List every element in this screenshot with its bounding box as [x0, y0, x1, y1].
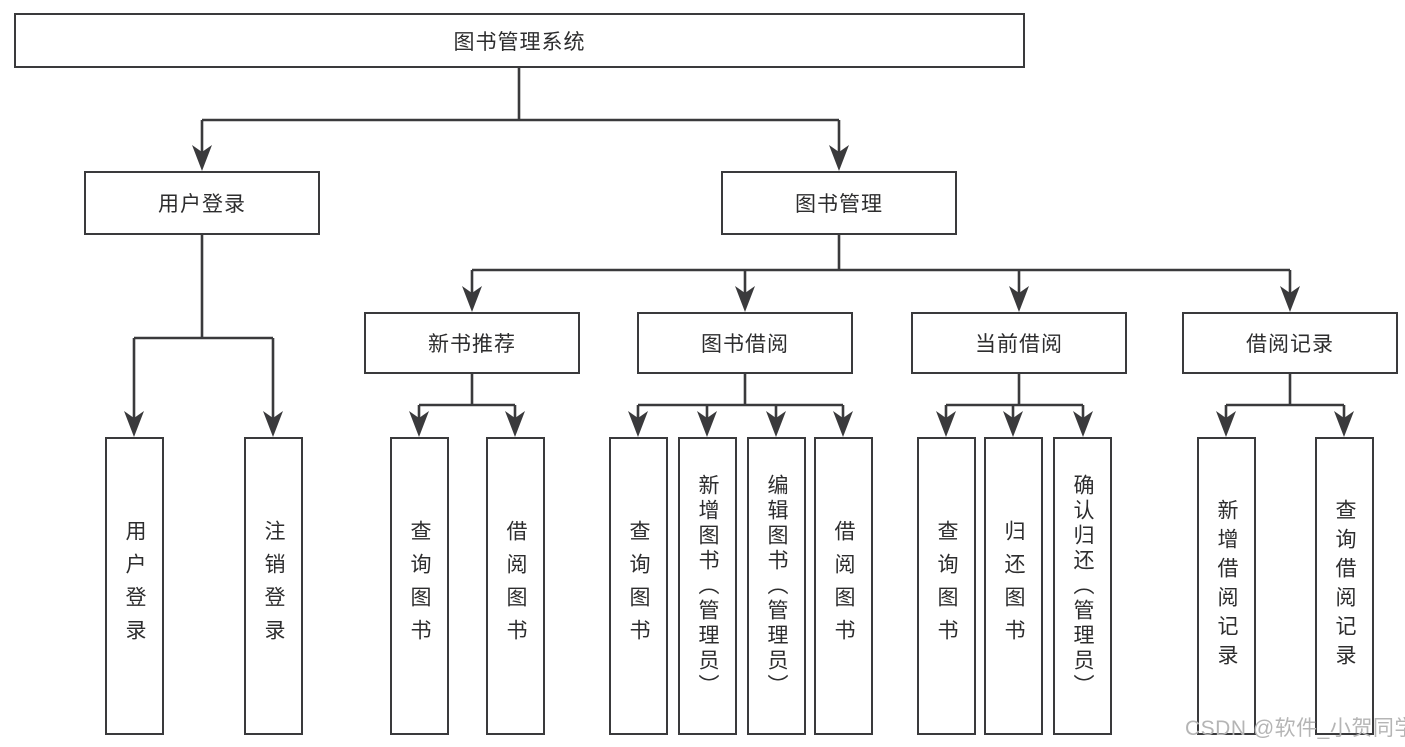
node-label: 用户登录 [158, 193, 246, 216]
leaf-label: 归还图书 [1002, 520, 1025, 652]
node-label: 新书推荐 [428, 333, 516, 356]
arrowhead [766, 411, 786, 437]
arrowhead [1280, 286, 1300, 312]
leaf-newbook-query-books: 查询图书 [390, 437, 449, 735]
leaf-label: 借阅图书 [832, 520, 855, 652]
node-label: 图书借阅 [701, 333, 789, 356]
connector-current-borrow-leaves [944, 374, 1085, 419]
node-book-borrowing: 图书借阅 [637, 312, 853, 374]
connector-user-login-leaves [132, 235, 275, 419]
leaf-borrow-add-books-admin: 新增图书（管理员） [678, 437, 737, 735]
connector-new-book-leaves [417, 374, 517, 419]
arrowhead [697, 411, 717, 437]
arrowhead [1009, 286, 1029, 312]
arrowhead [124, 411, 144, 437]
csdn-watermark: CSDN @软件_小贺同学 [1185, 717, 1405, 740]
leaf-record-add-borrow-record: 新增借阅记录 [1197, 437, 1256, 735]
connector-book-mgmt-to-level3 [470, 235, 1292, 294]
leaf-newbook-borrow-books: 借阅图书 [486, 437, 545, 735]
arrowhead [833, 411, 853, 437]
arrowhead [192, 145, 212, 171]
leaf-label: 查询图书 [627, 520, 650, 652]
leaf-label: 借阅图书 [504, 520, 527, 652]
leaf-borrow-query-books: 查询图书 [609, 437, 668, 735]
leaf-record-query-borrow-record: 查询借阅记录 [1315, 437, 1374, 735]
arrowhead [936, 411, 956, 437]
node-user-login: 用户登录 [84, 171, 320, 235]
node-borrow-records: 借阅记录 [1182, 312, 1398, 374]
node-label: 当前借阅 [975, 333, 1063, 356]
leaf-current-query-books: 查询图书 [917, 437, 976, 735]
node-book-management: 图书管理 [721, 171, 957, 235]
leaf-borrow-edit-books-admin: 编辑图书（管理员） [747, 437, 806, 735]
arrowhead [829, 145, 849, 171]
leaf-label: 确认归还（管理员） [1071, 473, 1094, 699]
leaf-label: 编辑图书（管理员） [765, 473, 788, 699]
arrowhead [263, 411, 283, 437]
leaf-label: 新增图书（管理员） [696, 473, 719, 699]
arrowhead [1073, 411, 1093, 437]
leaf-current-confirm-return-admin: 确认归还（管理员） [1053, 437, 1112, 735]
leaf-label: 查询借阅记录 [1333, 499, 1356, 673]
leaf-label: 查询图书 [408, 520, 431, 652]
arrowhead [735, 286, 755, 312]
leaf-borrow-borrow-books: 借阅图书 [814, 437, 873, 735]
node-root-system: 图书管理系统 [14, 13, 1025, 68]
arrowhead [1216, 411, 1236, 437]
node-label: 图书管理 [795, 193, 883, 216]
arrowhead [409, 411, 429, 437]
connector-root-to-level2 [200, 68, 841, 153]
connector-borrow-record-leaves [1224, 374, 1346, 419]
leaf-logout: 注销登录 [244, 437, 303, 735]
node-current-borrowing: 当前借阅 [911, 312, 1127, 374]
arrowhead [462, 286, 482, 312]
connector-book-borrow-leaves [636, 374, 845, 419]
leaf-label: 注销登录 [262, 520, 285, 652]
node-new-book-recommend: 新书推荐 [364, 312, 580, 374]
leaf-label: 用户登录 [123, 520, 146, 652]
leaf-label: 新增借阅记录 [1215, 499, 1238, 673]
leaf-user-login: 用户登录 [105, 437, 164, 735]
arrowhead [1334, 411, 1354, 437]
arrowhead [1003, 411, 1023, 437]
node-label: 图书管理系统 [453, 30, 586, 54]
leaf-current-return-books: 归还图书 [984, 437, 1043, 735]
arrowhead [505, 411, 525, 437]
leaf-label: 查询图书 [935, 520, 958, 652]
node-label: 借阅记录 [1246, 333, 1334, 356]
arrowhead [628, 411, 648, 437]
